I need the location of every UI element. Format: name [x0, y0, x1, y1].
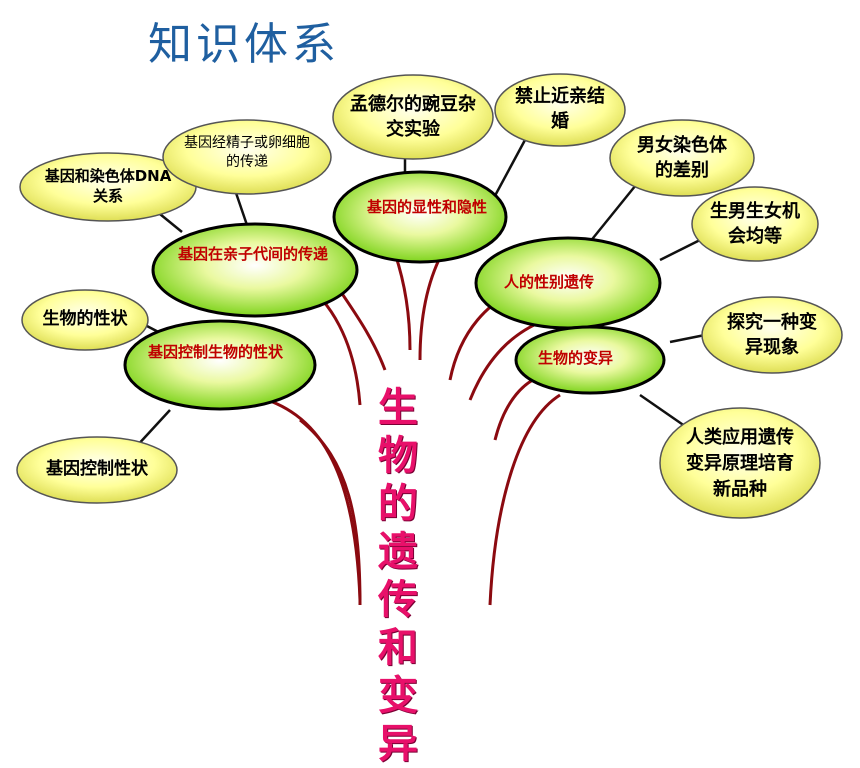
node-variation-label: 生物的变异 — [538, 349, 614, 367]
main-nodes — [123, 170, 666, 411]
leaf-breeding — [659, 407, 821, 519]
node-gene-dominance — [332, 170, 508, 264]
leaf-trait — [21, 289, 149, 351]
leaf-gamete-transfer-label: 基因经精子或卵细胞的传递 — [184, 135, 310, 170]
branch-right-1 — [488, 393, 561, 606]
center-line-1: 生物 — [378, 385, 426, 479]
leaf-sex-chromosome — [609, 119, 755, 197]
leaf-equal-chance-label: 生男生女机会均等 — [710, 201, 800, 247]
page-title: 知识体系 — [148, 19, 340, 70]
leaf-gene-chromosome-label: 基因和染色体DNA关系 — [44, 167, 172, 205]
knowledge-tree-diagram — [16, 73, 843, 606]
leaf-gene-control-trait-label: 基因控制性状 — [46, 459, 148, 479]
leaf-sex-chromosome-label: 男女染色体的差别 — [637, 135, 727, 181]
node-gene-control — [123, 319, 317, 411]
leaf-explore-variation-label: 探究一种变异现象 — [727, 312, 817, 358]
center-title: 生物 的遗 传和 变异 — [378, 384, 470, 768]
node-variation — [514, 325, 666, 395]
leaf-explore-variation — [701, 296, 843, 374]
leaf-gamete-transfer — [162, 119, 332, 195]
leaf-nodes — [16, 73, 843, 519]
leaf-equal-chance — [691, 186, 819, 262]
leaf-trait-label: 生物的性状 — [42, 309, 128, 329]
center-line-3: 传和 — [378, 577, 426, 671]
leaf-consanguine — [494, 73, 626, 147]
branch-far-left — [249, 393, 362, 601]
node-gene-transfer-label: 基因在亲子代间的传递 — [178, 245, 329, 263]
node-gene-transfer — [151, 222, 359, 318]
leaf-breeding-label: 人类应用遗传变异原理培育新品种 — [686, 427, 794, 500]
node-gene-dominance-label: 基因的显性和隐性 — [367, 198, 488, 216]
center-line-2: 的遗 — [378, 481, 426, 575]
node-gene-control-label: 基因控制生物的性状 — [148, 343, 284, 361]
node-sex-inheritance-label: 人的性别遗传 — [504, 273, 595, 291]
leaf-gene-control-trait — [16, 436, 178, 504]
leaf-consanguine-label: 禁止近亲结婚 — [515, 86, 605, 132]
center-line-4: 变异 — [378, 673, 426, 767]
leaf-mendel — [332, 74, 494, 160]
leaf-mendel-label: 孟德尔的豌豆杂交实验 — [350, 94, 476, 140]
